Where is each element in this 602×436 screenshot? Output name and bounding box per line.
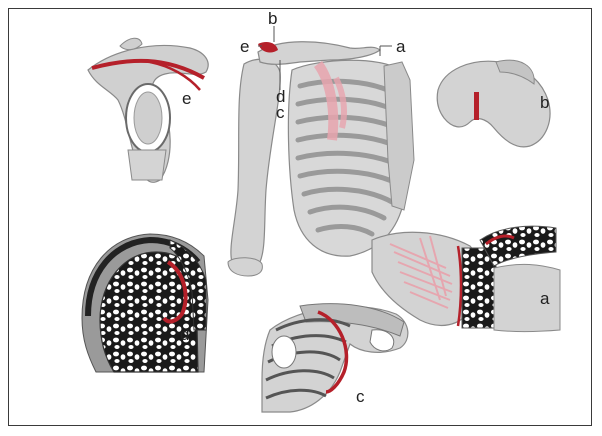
panel-label-c: c	[356, 388, 365, 405]
panel-d-humeral-head	[82, 234, 208, 372]
skeleton-label-a: a	[396, 38, 405, 55]
panel-label-d: d	[180, 326, 189, 343]
panel-label-b: b	[540, 94, 549, 111]
skeleton-label-e: e	[240, 38, 249, 55]
panel-c-joint	[262, 304, 408, 412]
panel-label-e: e	[182, 90, 191, 107]
skeleton-label-b: b	[268, 10, 277, 27]
panel-label-a: a	[540, 290, 549, 307]
panel-a-sternoclavicular	[372, 226, 560, 331]
panel-e-scapula	[88, 38, 208, 182]
panel-b-joint	[437, 60, 550, 147]
skeleton-label-c: c	[276, 104, 285, 121]
